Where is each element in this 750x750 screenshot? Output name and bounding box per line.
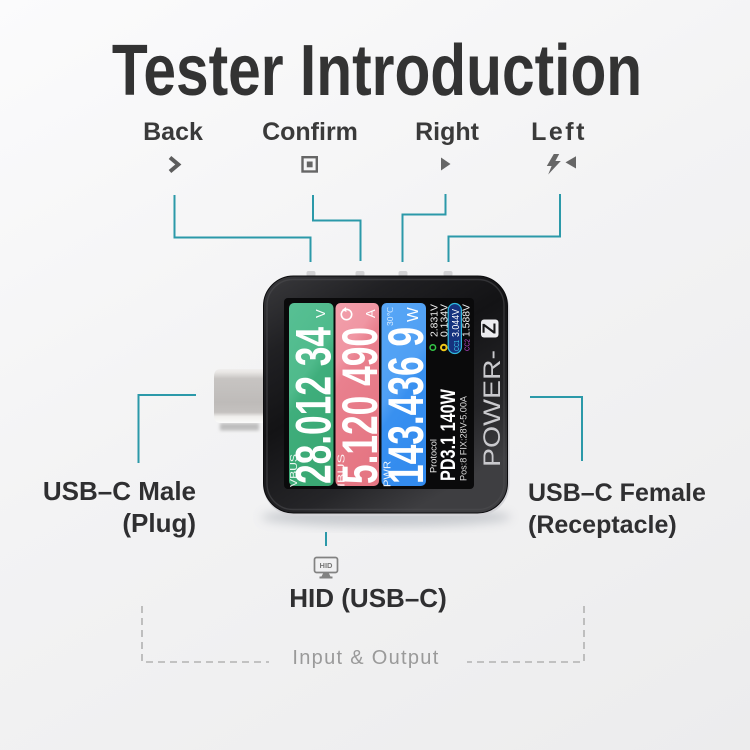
svg-text:CC1: CC1 xyxy=(452,340,461,351)
svg-text:IBUS: IBUS xyxy=(337,454,348,487)
svg-text:2.831V: 2.831V xyxy=(429,304,441,337)
svg-text:143.436 9: 143.436 9 xyxy=(378,327,434,484)
svg-text:Pos:8 FIX:28V-5.00A: Pos:8 FIX:28V-5.00A xyxy=(459,396,469,481)
svg-text:30℃: 30℃ xyxy=(385,307,395,326)
svg-text:0.134V: 0.134V xyxy=(438,304,450,337)
svg-text:28.012 34: 28.012 34 xyxy=(286,327,342,484)
svg-text:POWER-: POWER- xyxy=(479,350,506,467)
svg-text:VBUS: VBUS xyxy=(289,454,300,487)
svg-text:CC2: CC2 xyxy=(463,339,472,351)
svg-text:Protocol: Protocol xyxy=(429,439,440,473)
svg-text:1.588V: 1.588V xyxy=(461,304,473,337)
svg-text:A: A xyxy=(363,309,378,318)
svg-text:PWR: PWR xyxy=(383,461,394,487)
svg-text:PD3.1 140W: PD3.1 140W xyxy=(436,388,460,481)
svg-text:5.120 490: 5.120 490 xyxy=(332,327,388,484)
svg-text:Z: Z xyxy=(480,323,500,334)
svg-text:V: V xyxy=(313,309,328,318)
svg-text:HID: HID xyxy=(320,561,334,570)
svg-text:W: W xyxy=(405,307,422,322)
svg-text:3.044V: 3.044V xyxy=(450,309,462,337)
